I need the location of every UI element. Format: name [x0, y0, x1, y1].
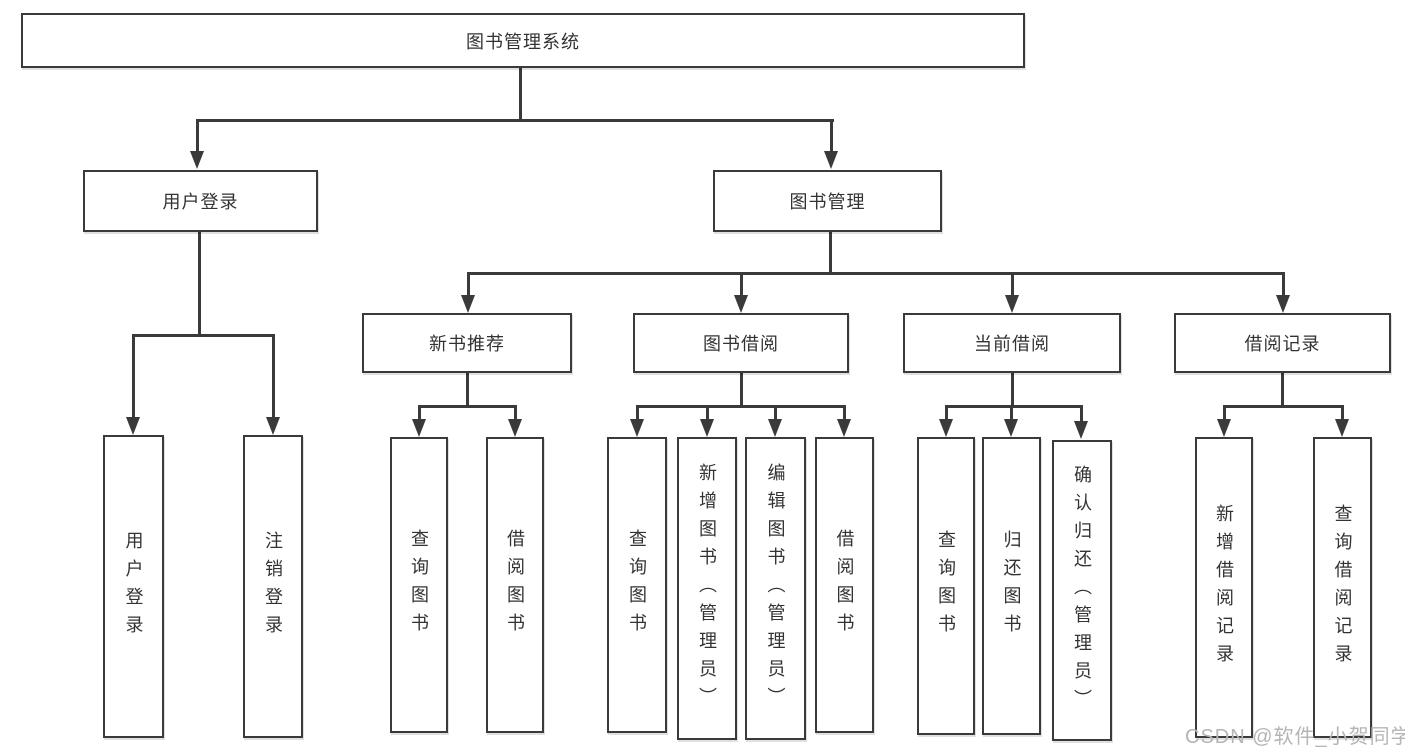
node-label: 借阅图书	[834, 529, 855, 641]
arrowhead-down-icon	[734, 295, 748, 313]
leaf-records-add: 新增借阅记录	[1195, 437, 1253, 738]
connector-bookborrow-bar	[636, 405, 846, 408]
arrowhead-down-icon	[837, 419, 851, 437]
node-label: 用户登录	[123, 530, 144, 643]
connector-level3-bar	[467, 272, 1285, 275]
arrowhead-down-icon	[1004, 419, 1018, 437]
arrowhead-down-icon	[266, 417, 280, 435]
csdn-watermark: CSDN @软件_小贺同学	[1185, 726, 1405, 747]
connector-level2-bar	[196, 119, 834, 122]
node-current-borrowing: 当前借阅	[903, 313, 1121, 373]
arrowhead-down-icon	[461, 295, 475, 313]
node-label: 注销登录	[263, 530, 283, 643]
arrowhead-down-icon	[1335, 419, 1349, 437]
node-label: 借阅记录	[1244, 334, 1321, 354]
arrowhead-down-icon	[412, 419, 426, 437]
connector-drop	[945, 405, 948, 421]
arrowhead-down-icon	[824, 151, 838, 169]
node-label: 用户登录	[162, 192, 239, 212]
node-borrowing-records: 借阅记录	[1174, 313, 1391, 373]
leaf-logout: 注销登录	[243, 435, 303, 738]
arrowhead-down-icon	[768, 419, 782, 437]
connector-drop	[843, 405, 846, 421]
connector-drop	[196, 119, 199, 153]
node-label: 确认归还（管理员）	[1072, 464, 1092, 717]
node-new-book-recommend: 新书推荐	[362, 313, 572, 373]
arrowhead-down-icon	[126, 417, 140, 435]
connector-borrowrecords-trunk	[1281, 373, 1284, 408]
leaf-borrow-add-admin: 新增图书（管理员）	[677, 437, 737, 740]
leaf-current-return: 归还图书	[982, 437, 1041, 735]
node-label: 编辑图书（管理员）	[765, 462, 786, 715]
connector-currentborrow-trunk	[1011, 373, 1014, 408]
node-user-login: 用户登录	[83, 170, 318, 232]
connector-drop	[1282, 272, 1285, 297]
arrowhead-down-icon	[508, 419, 522, 437]
leaf-newbooks-query: 查询图书	[390, 437, 448, 733]
connector-root-trunk	[519, 66, 522, 121]
connector-drop	[1341, 405, 1344, 421]
node-label: 新增图书（管理员）	[697, 462, 717, 715]
leaf-user-login: 用户登录	[103, 435, 164, 738]
arrowhead-down-icon	[190, 151, 204, 169]
arrowhead-down-icon	[1005, 295, 1019, 313]
connector-drop	[272, 334, 275, 418]
leaf-borrow-book: 借阅图书	[815, 437, 874, 733]
node-label: 图书管理系统	[466, 31, 580, 52]
arrowhead-down-icon	[1074, 421, 1088, 439]
node-book-borrowing: 图书借阅	[633, 313, 849, 373]
arrowhead-down-icon	[630, 419, 644, 437]
node-label: 归还图书	[1001, 530, 1022, 642]
node-label: 图书管理	[789, 192, 866, 212]
connector-drop	[740, 272, 743, 297]
leaf-borrow-edit-admin: 编辑图书（管理员）	[745, 437, 806, 740]
arrowhead-down-icon	[939, 419, 953, 437]
connector-drop	[706, 405, 709, 421]
connector-drop	[467, 272, 470, 297]
connector-drop	[636, 405, 639, 421]
node-label: 查询图书	[627, 529, 647, 641]
connector-borrowrecords-bar	[1223, 405, 1344, 408]
connector-newbooks-trunk	[466, 373, 469, 408]
node-label: 查询图书	[409, 529, 429, 641]
leaf-borrow-query: 查询图书	[607, 437, 667, 733]
connector-drop	[418, 405, 421, 421]
connector-drop	[132, 334, 135, 418]
node-label: 查询借阅记录	[1332, 503, 1353, 672]
arrowhead-down-icon	[700, 419, 714, 437]
arrowhead-down-icon	[1276, 295, 1290, 313]
connector-drop	[1080, 405, 1083, 421]
connector-bookmgmt-trunk	[829, 232, 832, 275]
connector-drop	[774, 405, 777, 421]
connector-drop	[1223, 405, 1226, 421]
node-root-system: 图书管理系统	[21, 13, 1025, 68]
node-label: 借阅图书	[505, 529, 525, 641]
leaf-records-query: 查询借阅记录	[1313, 437, 1372, 738]
node-label: 图书借阅	[703, 334, 779, 354]
connector-userlogin-trunk	[198, 232, 201, 337]
connector-drop	[830, 119, 833, 153]
node-label: 新书推荐	[429, 334, 505, 354]
connector-drop	[514, 405, 517, 421]
connector-userlogin-bar	[132, 334, 275, 337]
node-label: 当前借阅	[974, 334, 1050, 354]
leaf-current-query: 查询图书	[917, 437, 975, 735]
connector-currentborrow-bar	[945, 405, 1083, 408]
leaf-newbooks-borrow: 借阅图书	[486, 437, 544, 733]
node-book-management: 图书管理	[713, 170, 942, 232]
node-label: 新增借阅记录	[1214, 503, 1234, 672]
connector-drop	[1011, 272, 1014, 297]
arrowhead-down-icon	[1217, 419, 1231, 437]
leaf-current-confirm-admin: 确认归还（管理员）	[1052, 440, 1112, 741]
connector-drop	[1010, 405, 1013, 421]
connector-newbooks-bar	[418, 405, 517, 408]
connector-bookborrow-trunk	[740, 373, 743, 408]
node-label: 查询图书	[936, 530, 956, 642]
